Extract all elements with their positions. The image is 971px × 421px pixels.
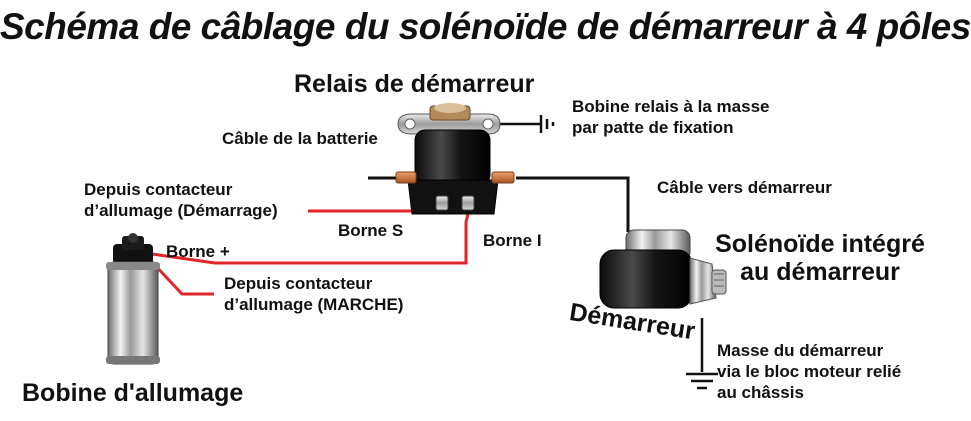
diagram-canvas bbox=[106, 103, 727, 390]
terminal-i-label: Borne I bbox=[483, 231, 542, 250]
ignition-run-label: Depuis contacteur d’allumage (MARCHE) bbox=[224, 274, 404, 314]
wire-starter-ground bbox=[686, 318, 718, 390]
wire-ignition-run bbox=[150, 252, 216, 296]
starter-motor-image bbox=[599, 229, 727, 309]
ignition-start-label: Depuis contacteur d’allumage (Démarrage) bbox=[84, 180, 278, 220]
relay-title: Relais de démarreur bbox=[294, 70, 535, 98]
starter-relay-image bbox=[395, 103, 515, 215]
integrated-solenoid-label: Solénoïde intégré au démarreur bbox=[715, 230, 925, 286]
ignition-coil-label: Bobine d'allumage bbox=[22, 379, 244, 407]
wire-relay-ground bbox=[498, 115, 555, 133]
ignition-coil-image bbox=[106, 233, 160, 365]
battery-cable-label: Câble de la batterie bbox=[222, 129, 378, 148]
wire-starter-cable bbox=[516, 176, 630, 232]
terminal-s-label: Borne S bbox=[338, 221, 404, 240]
terminal-plus-label: Borne + bbox=[166, 242, 230, 261]
relay-ground-label: Bobine relais à la masse par patte de fi… bbox=[572, 97, 770, 137]
wiring-diagram: Schéma de câblage du solénoïde de démarr… bbox=[0, 6, 971, 407]
starter-cable-label: Câble vers démarreur bbox=[657, 178, 832, 197]
page-title: Schéma de câblage du solénoïde de démarr… bbox=[0, 6, 971, 47]
starter-ground-label: Masse du démarreur via le bloc moteur re… bbox=[717, 341, 902, 402]
